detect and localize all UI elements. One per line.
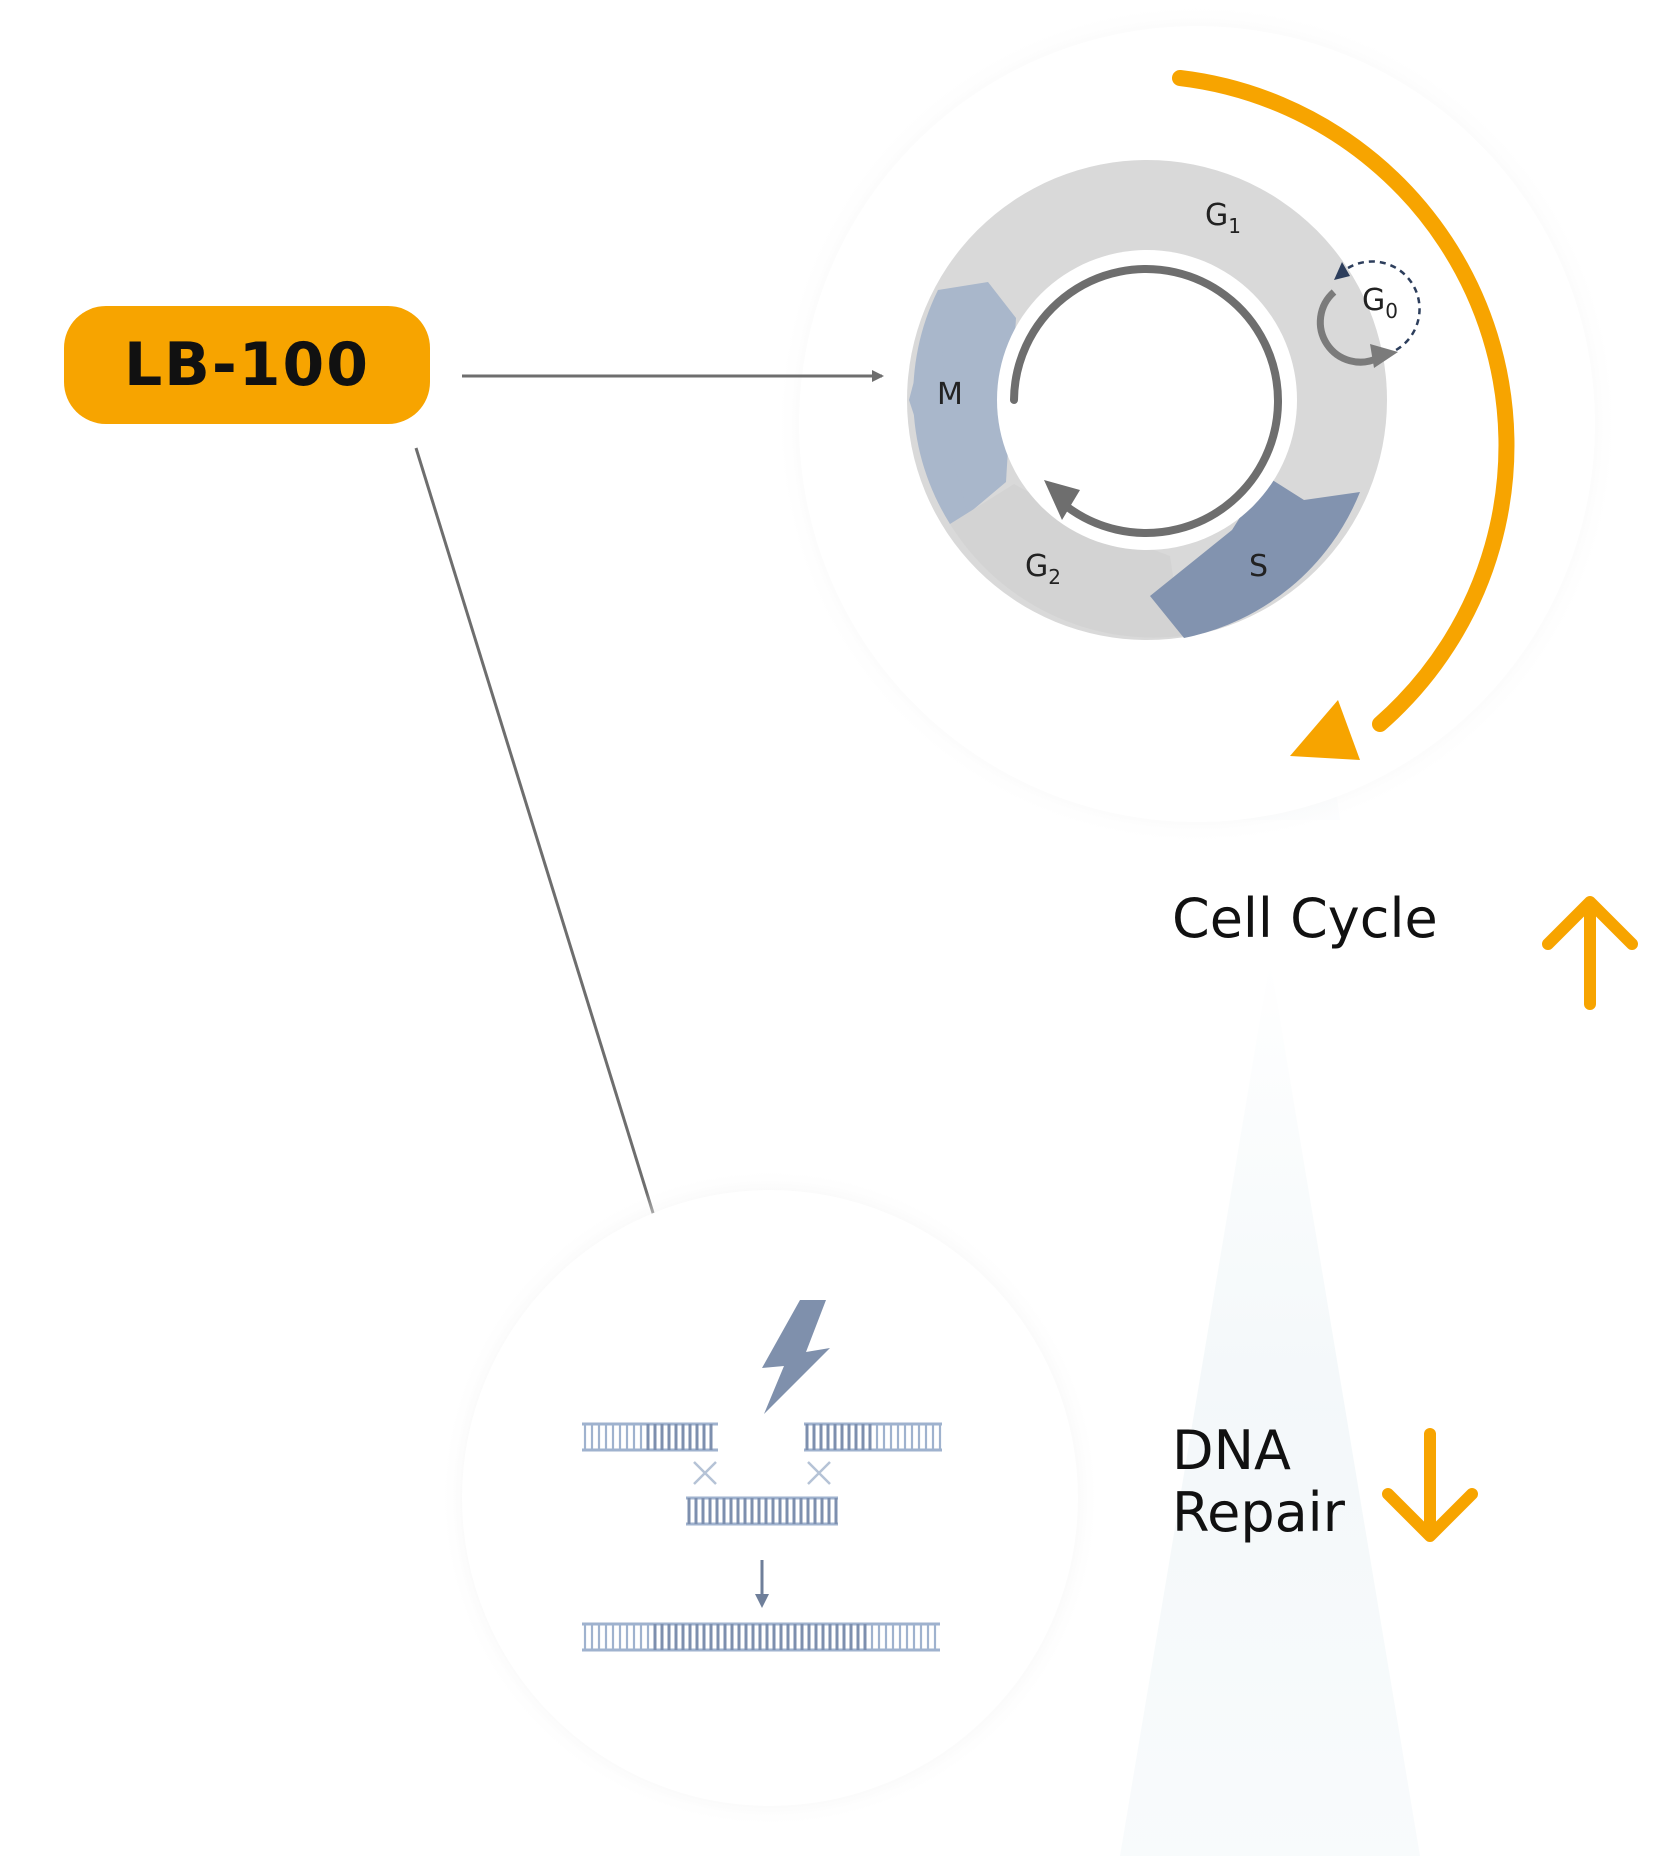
dna-crossover-mark xyxy=(693,1461,717,1485)
phase-label-g0: G0 xyxy=(1362,283,1398,323)
cell-cycle-up-arrow xyxy=(1542,896,1638,1010)
dna-strand xyxy=(582,1622,940,1652)
drug-badge: LB-100 xyxy=(64,306,430,424)
phase-s-segment xyxy=(1150,476,1360,638)
g0-solid-arrow xyxy=(1316,289,1380,366)
cell-cycle-orange-arc xyxy=(1172,70,1515,732)
dna-double-strand-icon xyxy=(582,1422,942,1652)
drug-name: LB-100 xyxy=(123,330,371,400)
dna-strand xyxy=(686,1496,838,1526)
dna-repair-label-line1: DNA xyxy=(1172,1419,1291,1482)
phase-g2-segment xyxy=(950,484,1182,638)
g0-dashed-arrowhead xyxy=(1334,262,1350,280)
phase-label-g2: G2 xyxy=(1025,549,1061,589)
dna-repair-down-arrow xyxy=(1382,1428,1478,1542)
cell-cycle-label: Cell Cycle xyxy=(1172,887,1438,950)
cell-cycle-orange-arrowhead xyxy=(1290,700,1360,760)
cell-cycle-ring xyxy=(907,160,1421,640)
phase-label-s: S xyxy=(1249,549,1268,584)
background-beam xyxy=(1120,960,1420,1856)
inner-cycle-arrow xyxy=(1010,265,1282,537)
phase-label-m: M xyxy=(937,377,963,412)
connector-to-dna-repair xyxy=(414,447,683,1302)
dna-repair-step-arrowhead xyxy=(755,1594,769,1608)
dna-strand xyxy=(804,1422,942,1452)
dna-crossover-mark xyxy=(807,1461,831,1485)
lightning-bolt-icon xyxy=(762,1300,830,1414)
phase-label-g1: G1 xyxy=(1205,198,1241,238)
dna-strand xyxy=(582,1422,718,1452)
dna-repair-label: DNA Repair xyxy=(1172,1420,1345,1544)
inner-cycle-arrowhead xyxy=(1044,480,1080,520)
g0-arrowhead xyxy=(1370,344,1398,368)
dna-repair-label-line2: Repair xyxy=(1172,1481,1345,1544)
phase-m-segment-edge xyxy=(913,290,968,524)
